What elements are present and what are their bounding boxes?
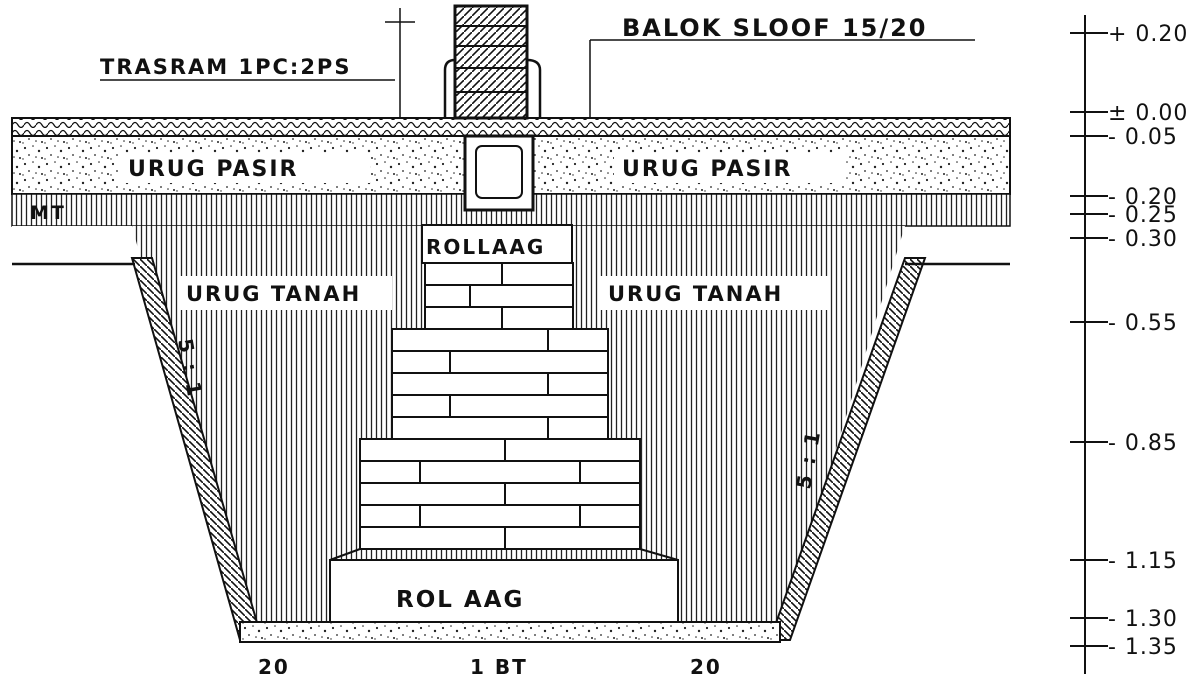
floor-plaster-strip — [11, 117, 1011, 137]
elevation-label: - 0.55 — [1108, 311, 1178, 336]
native-soil-left-step — [12, 226, 132, 266]
elevation-label: + 0.20 — [1108, 22, 1188, 47]
rollaag-top-course — [421, 224, 573, 264]
sloof-rebar-cage — [475, 145, 523, 199]
elevation-label: ± 0.00 — [1108, 101, 1188, 126]
label-urug-pasir-left: URUG PASIR — [128, 157, 299, 182]
label-urug-tanah-right: URUG TANAH — [608, 282, 783, 306]
elevation-label: - 0.05 — [1108, 125, 1178, 150]
brick-foundation — [329, 224, 679, 623]
wall-above-ground — [453, 4, 529, 120]
label-mt: MT — [30, 202, 66, 224]
rollaag-bottom-course — [329, 559, 679, 623]
label-balok-sloof: BALOK SLOOF 15/20 — [622, 14, 928, 42]
elevation-ticks: + 0.20 ± 0.00- 0.05 - 0.20- 0.25- 0.30 - 0.… — [1070, 22, 1188, 660]
label-urug-tanah-left: URUG TANAH — [186, 282, 361, 306]
label-dim-bottom-left: 20 — [258, 655, 290, 674]
elevation-label: - 0.85 — [1108, 431, 1178, 456]
label-dim-bottom-right: 20 — [690, 655, 722, 674]
label-urug-pasir-right: URUG PASIR — [622, 157, 793, 182]
elevation-label: - 1.30 — [1108, 607, 1178, 632]
elevation-label: - 1.15 — [1108, 549, 1178, 574]
elevation-label: - 0.30 — [1108, 227, 1178, 252]
trasram-coating — [443, 58, 542, 118]
elevation-label: - 0.20 — [1108, 185, 1178, 210]
elevation-label: - 1.35 — [1108, 635, 1178, 660]
label-rollaag-bottom: ROL AAG — [396, 587, 524, 613]
label-trasram: TRASRAM 1PC:2PS — [100, 55, 351, 79]
elevation-label: - 0.25 — [1108, 203, 1178, 228]
label-dim-bottom-center: 1 BT — [470, 655, 528, 674]
sand-bed — [239, 621, 781, 643]
label-rollaag-top: ROLLAAG — [426, 235, 545, 259]
right-slope-hatch — [768, 257, 927, 641]
